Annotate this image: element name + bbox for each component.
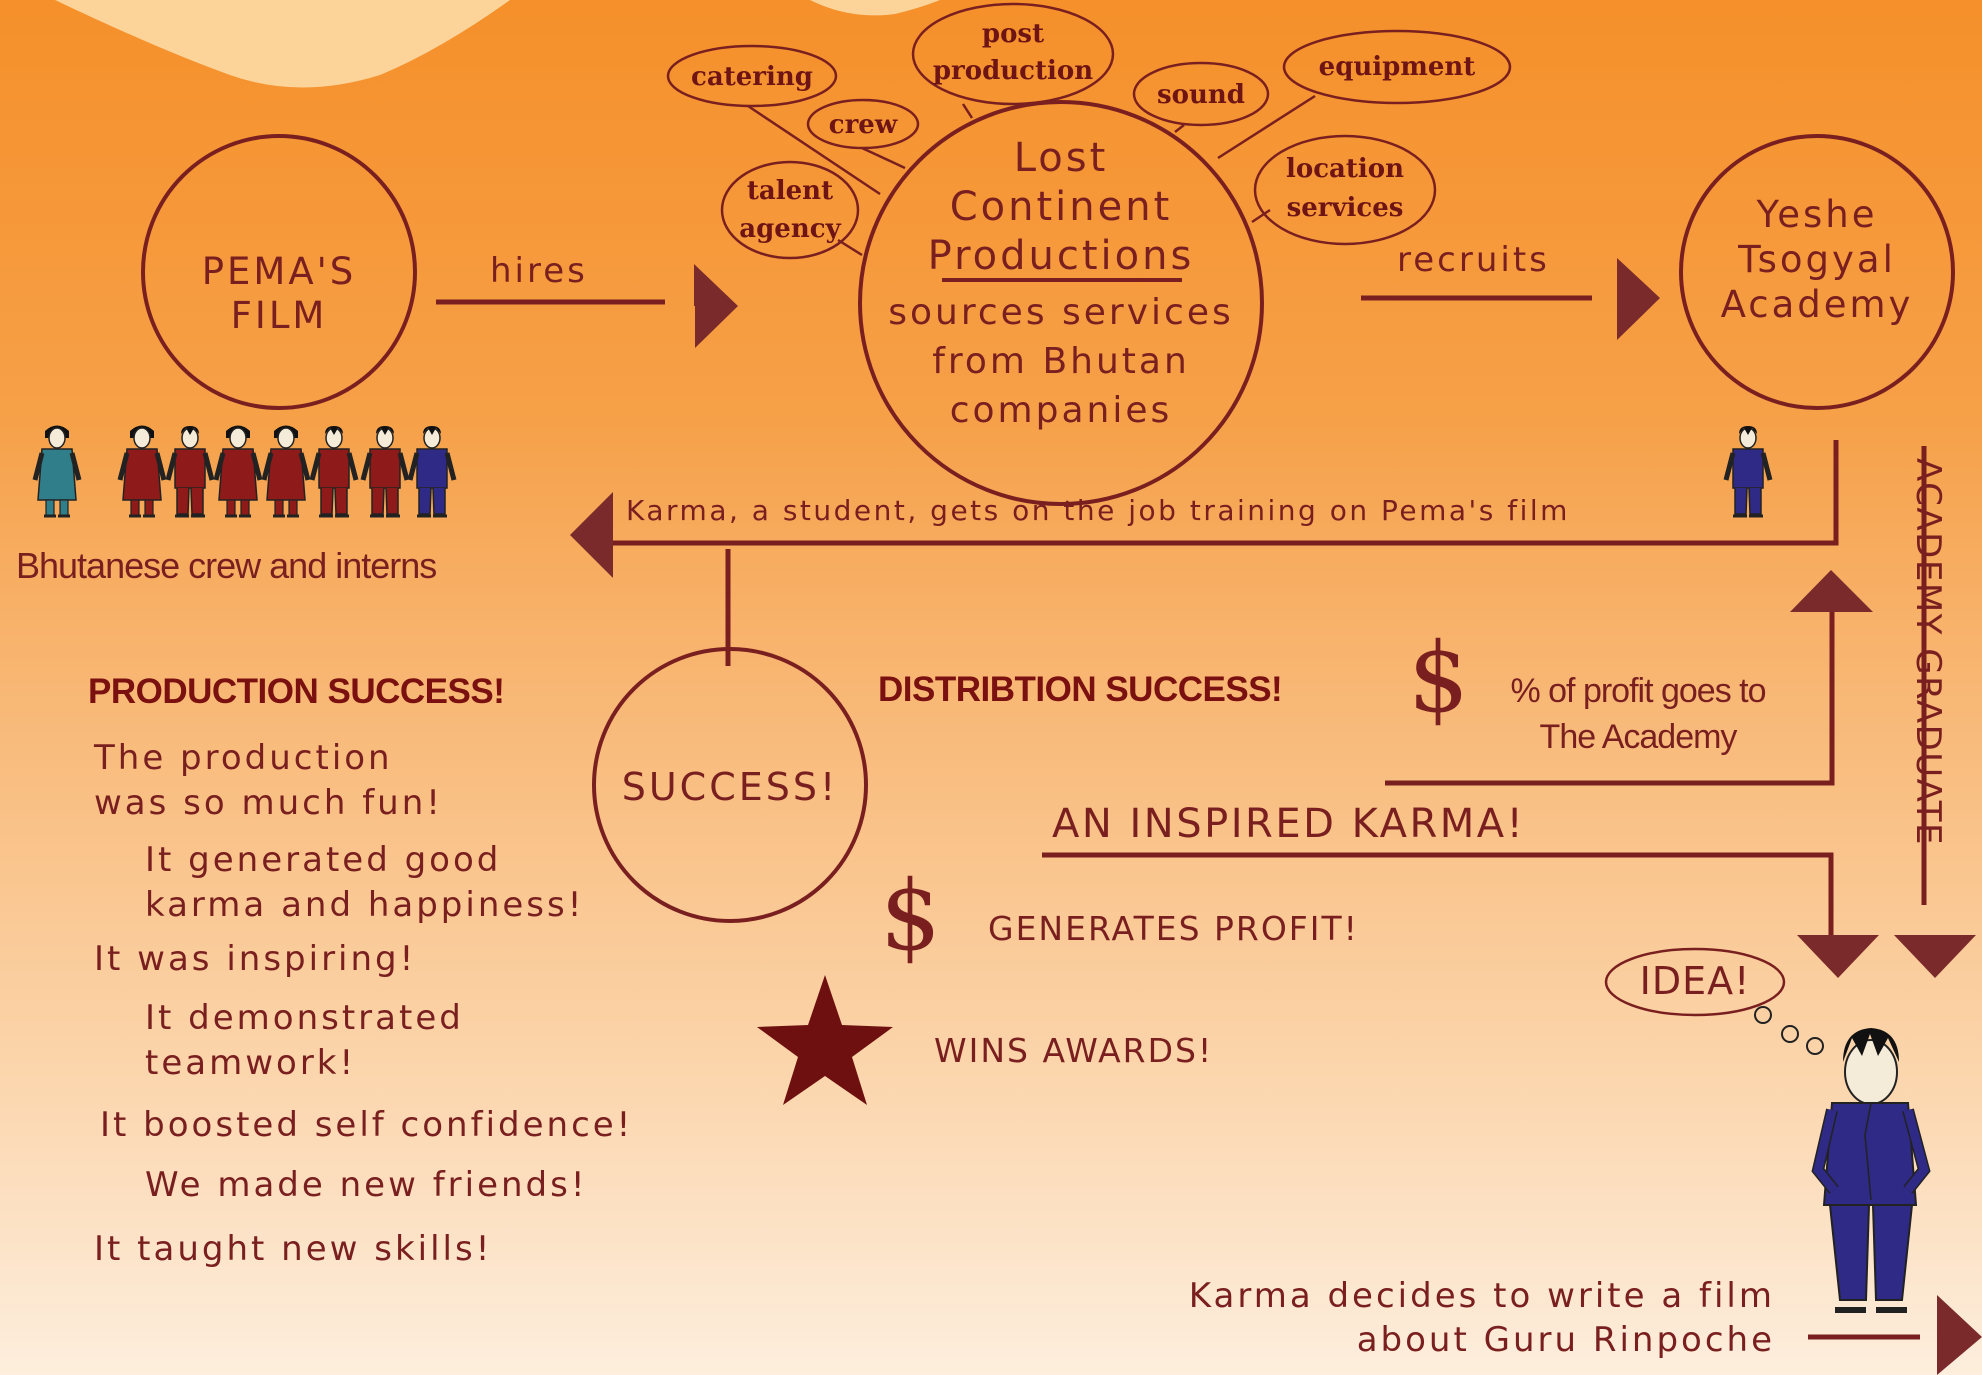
service-catering: catering (691, 62, 813, 92)
service-post-production: post production (932, 19, 1094, 86)
dollar-sign-icon: $ (1408, 622, 1470, 734)
crew-caption: Bhutanese crew and interns (16, 545, 437, 586)
production-success-heading: PRODUCTION SUCCESS! (88, 672, 505, 711)
production-list-item: The production was so much fun! (94, 738, 443, 823)
hires-arrowhead (694, 264, 738, 306)
man-navy-figure (410, 426, 454, 516)
sound-bubble (1132, 61, 1270, 127)
catering-bubble (666, 44, 838, 108)
service-sound: sound (1157, 80, 1245, 110)
karma-training-line (600, 440, 1839, 546)
distribution-success-heading: DISTRIBTION SUCCESS! (878, 670, 1283, 709)
lost-continent-circle (858, 100, 1264, 506)
man-figure (312, 426, 356, 516)
success-label: SUCCESS! (621, 765, 839, 809)
mountain-shape (55, 0, 510, 88)
bhutanese-crew-figures (35, 426, 454, 517)
woman-teal-figure (35, 426, 79, 517)
star-icon (757, 975, 893, 1105)
profit-line (1385, 600, 1835, 786)
production-list-item: It taught new skills! (94, 1229, 493, 1269)
man-figure (363, 426, 407, 516)
recruits-label: recruits (1397, 240, 1550, 280)
karma-thinking-figure (1811, 1028, 1931, 1313)
graduate-arrowhead (1894, 935, 1976, 978)
yeshe-academy-label: Yeshe Tsogyal Academy (1720, 193, 1914, 326)
yeshe-academy-circle (1679, 134, 1955, 410)
karma-decides-label: Karma decides to write a film about Guru… (1188, 1276, 1775, 1360)
recruits-arrowhead (1617, 258, 1660, 340)
profit-arrowhead (1790, 570, 1873, 612)
service-equipment: equipment (1318, 52, 1476, 82)
mountain-shape (810, 0, 940, 16)
production-list-item: We made new friends! (145, 1165, 588, 1205)
woman-figure (216, 426, 260, 517)
woman-figure (120, 426, 164, 517)
inspired-karma-label: AN INSPIRED KARMA! (1052, 801, 1526, 847)
wins-awards-label: WINS AWARDS! (934, 1031, 1214, 1070)
pemas-film-label: PEMA'S FILM (201, 250, 357, 337)
location-services-bubble (1253, 134, 1437, 246)
idea-thought-bubble (1604, 947, 1786, 1017)
man-figure (168, 426, 212, 516)
inspired-arrowhead (1797, 935, 1879, 978)
service-crew: crew (828, 110, 898, 140)
lost-continent-description: sources services from Bhutan companies (888, 292, 1234, 431)
thought-dots (1754, 1006, 1824, 1055)
inspired-line (1042, 852, 1834, 935)
profit-goes-label: % of profit goes to The Academy (1510, 672, 1766, 756)
production-list-item: It demonstrated teamwork! (145, 998, 464, 1083)
lost-continent-label: Lost Continent Productions (927, 135, 1195, 279)
equipment-bubble (1282, 29, 1512, 105)
generates-profit-label: GENERATES PROFIT! (988, 909, 1359, 948)
woman-figure (264, 426, 308, 517)
production-list-item: It was inspiring! (94, 939, 417, 979)
karma-decides-arrowhead (1937, 1295, 1982, 1375)
karma-training-label: Karma, a student, gets on the job traini… (626, 494, 1570, 527)
dollar-sign-icon: $ (880, 860, 942, 972)
pemas-film-circle (141, 134, 417, 410)
post-production-bubble (911, 2, 1115, 106)
production-list-item: It boosted self confidence! (100, 1105, 634, 1145)
service-location-services: location services (1285, 154, 1405, 223)
service-talent-agency: talent agency (739, 176, 841, 244)
talent-agency-bubble (720, 160, 860, 260)
idea-label: IDEA! (1639, 959, 1751, 1003)
karma-student-figure (1726, 426, 1770, 516)
academy-graduate-label: ACADEMY GRADUATE (1908, 458, 1948, 847)
hires-label: hires (490, 251, 588, 291)
hires-arrowhead (695, 306, 738, 348)
service-connectors (747, 94, 1316, 257)
training-arrowhead (570, 492, 613, 578)
production-list-item: It generated good karma and happiness! (145, 840, 585, 925)
